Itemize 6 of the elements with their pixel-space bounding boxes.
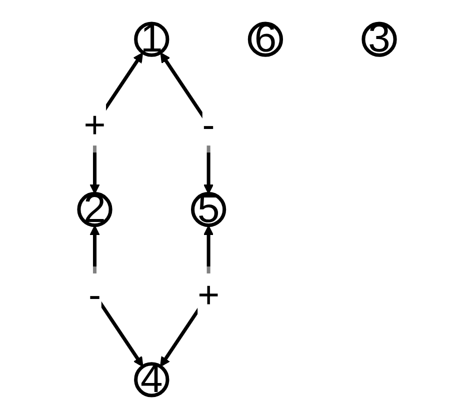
edge-label: - [88,273,101,316]
edge-label: + [198,273,220,316]
edge-label: - [202,103,215,146]
edge-label: + [84,103,106,146]
node-circle: 4 [134,362,170,398]
node-circle: 1 [134,22,170,57]
